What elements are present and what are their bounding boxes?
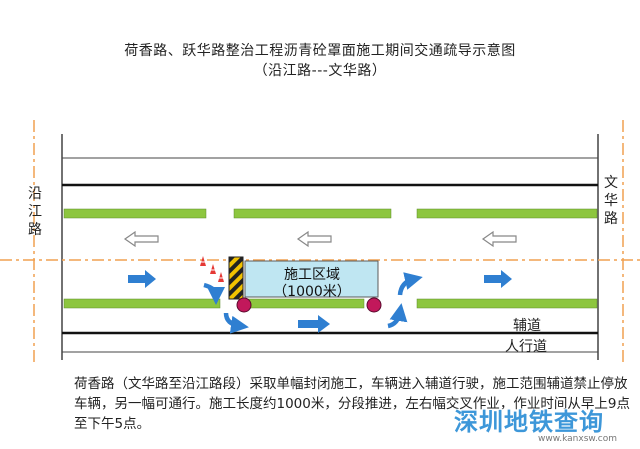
sidewalk-label: 人行道 [505,339,547,355]
construction-zone [244,260,379,298]
diagram-subtitle: （沿江路---文华路） [253,63,387,79]
median-strip-lower [416,298,598,309]
blue-right-arrow-icon [298,315,330,333]
hollow-left-arrow-icon [296,230,332,248]
median-strip-lower [63,298,221,309]
median-strip-upper [63,208,207,219]
side-lane-label: 辅道 [513,318,541,334]
median-strip-upper [233,208,392,219]
traffic-cone-icon [218,272,224,282]
watermark-logo: 深圳地铁查询 [454,408,604,436]
detour-up-arrow-icon [387,303,408,329]
hollow-left-arrow-icon [481,230,517,248]
median-opening-marker [236,297,252,313]
diagram-title: 荷香路、跃华路整治工程沥青砼罩面施工期间交通疏导示意图 [124,43,516,59]
left-road-label: 沿江路 [28,186,42,238]
watermark-url: www.kanxsw.com [538,434,618,444]
detour-up-arrow-icon [397,272,423,296]
construction-zone-title: 施工区域 [284,267,340,283]
detour-down-arrow-icon [223,312,249,334]
hollow-left-arrow-icon [123,230,159,248]
blue-right-arrow-icon [484,270,512,288]
warning-barrier-icon [228,256,244,300]
detour-down-arrow-icon [203,282,225,305]
description-caption: 荷香路（文华路至沿江路段）采取单幅封闭施工，车辆进入辅道行驶，施工范围辅道禁止停… [74,376,630,432]
traffic-cone-icon [200,256,206,266]
median-strip-upper [416,208,598,219]
median-opening-marker [366,297,382,313]
construction-zone-length: （1000米） [273,284,351,300]
traffic-cone-icon [210,264,216,274]
blue-right-arrow-icon [128,270,156,288]
right-road-label: 文华路 [604,175,618,227]
